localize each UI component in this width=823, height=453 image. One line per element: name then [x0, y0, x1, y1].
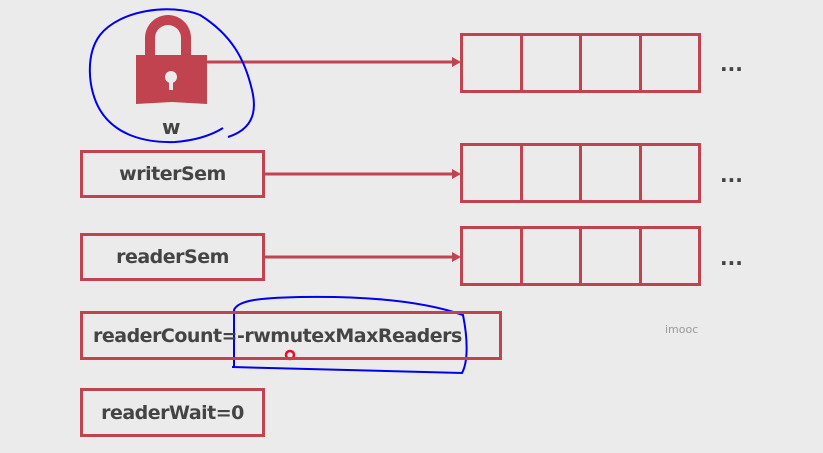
queue-ellipsis: ... [720, 163, 743, 187]
lock-icon [136, 15, 207, 104]
watermark: imooc [665, 323, 699, 336]
reader-count-box: readerCount=-rwmutexMaxReaders [80, 311, 502, 360]
queue-ellipsis: ... [720, 246, 743, 270]
reader-sem-box: readerSem [80, 233, 265, 281]
queue-ellipsis: ... [720, 52, 743, 76]
annotation-box-readers [231, 295, 468, 375]
writer-sem-queue [460, 143, 701, 203]
reader-sem-queue [460, 226, 701, 286]
annotation-circle-lock [88, 8, 255, 144]
lock-wait-queue [460, 33, 701, 93]
lock-label: w [162, 115, 181, 139]
writer-sem-box: writerSem [80, 150, 265, 198]
reader-wait-box: readerWait=0 [80, 388, 265, 437]
